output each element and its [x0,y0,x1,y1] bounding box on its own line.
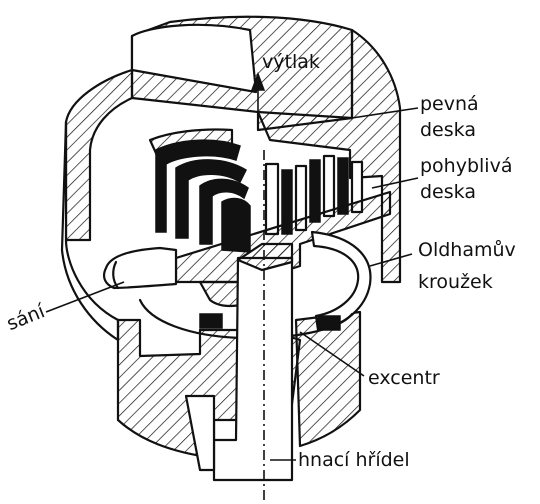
orbiting-vane-1 [264,162,280,236]
fixed-scroll-wrap-2 [175,159,247,239]
orbiting-vane-5 [322,154,336,218]
fixed-scroll-wrap-1 [155,139,241,233]
label-outlet: výtlak [262,51,320,73]
leader-suction [45,281,125,313]
label-drive-shaft: hnací hřídel [298,449,410,471]
label-oldham-line1: Oldhamův [418,239,516,261]
leader-orbiting-scroll [371,177,419,189]
leader-oldham-ring [369,253,413,267]
label-oldham-line2: kroužek [418,271,493,293]
orbiting-vane-4 [309,159,321,223]
housing-right-block [256,28,402,284]
discharge-arrow-head [250,71,266,91]
oldham-ring [138,230,372,340]
label-orbiting-scroll-line1: pohyblivá [420,155,512,177]
eccentric-pin [236,242,294,272]
housing-lower-right [294,310,362,448]
label-fixed-scroll-line1: pevná [420,93,479,115]
leader-eccentric [299,331,365,377]
suction-port [103,246,178,290]
housing-left-wall [64,68,134,242]
label-eccentric: excentr [368,367,440,389]
fixed-scroll [148,128,251,253]
oldham-key-left [199,313,223,329]
housing-top-face [130,23,258,94]
suction-tube-mouth [112,260,120,290]
leader-lines [45,107,419,461]
discharge-arrow [250,71,266,118]
leader-fixed-scroll [351,107,419,119]
label-orbiting-scroll-line2: deska [420,181,476,203]
suction-tube [103,246,178,290]
label-fixed-scroll-line2: deska [420,119,476,141]
label-suction: sání [4,300,49,335]
fixed-scroll-wrap-3 [199,178,249,245]
drive-shaft [184,150,294,500]
counterweight [184,394,216,472]
